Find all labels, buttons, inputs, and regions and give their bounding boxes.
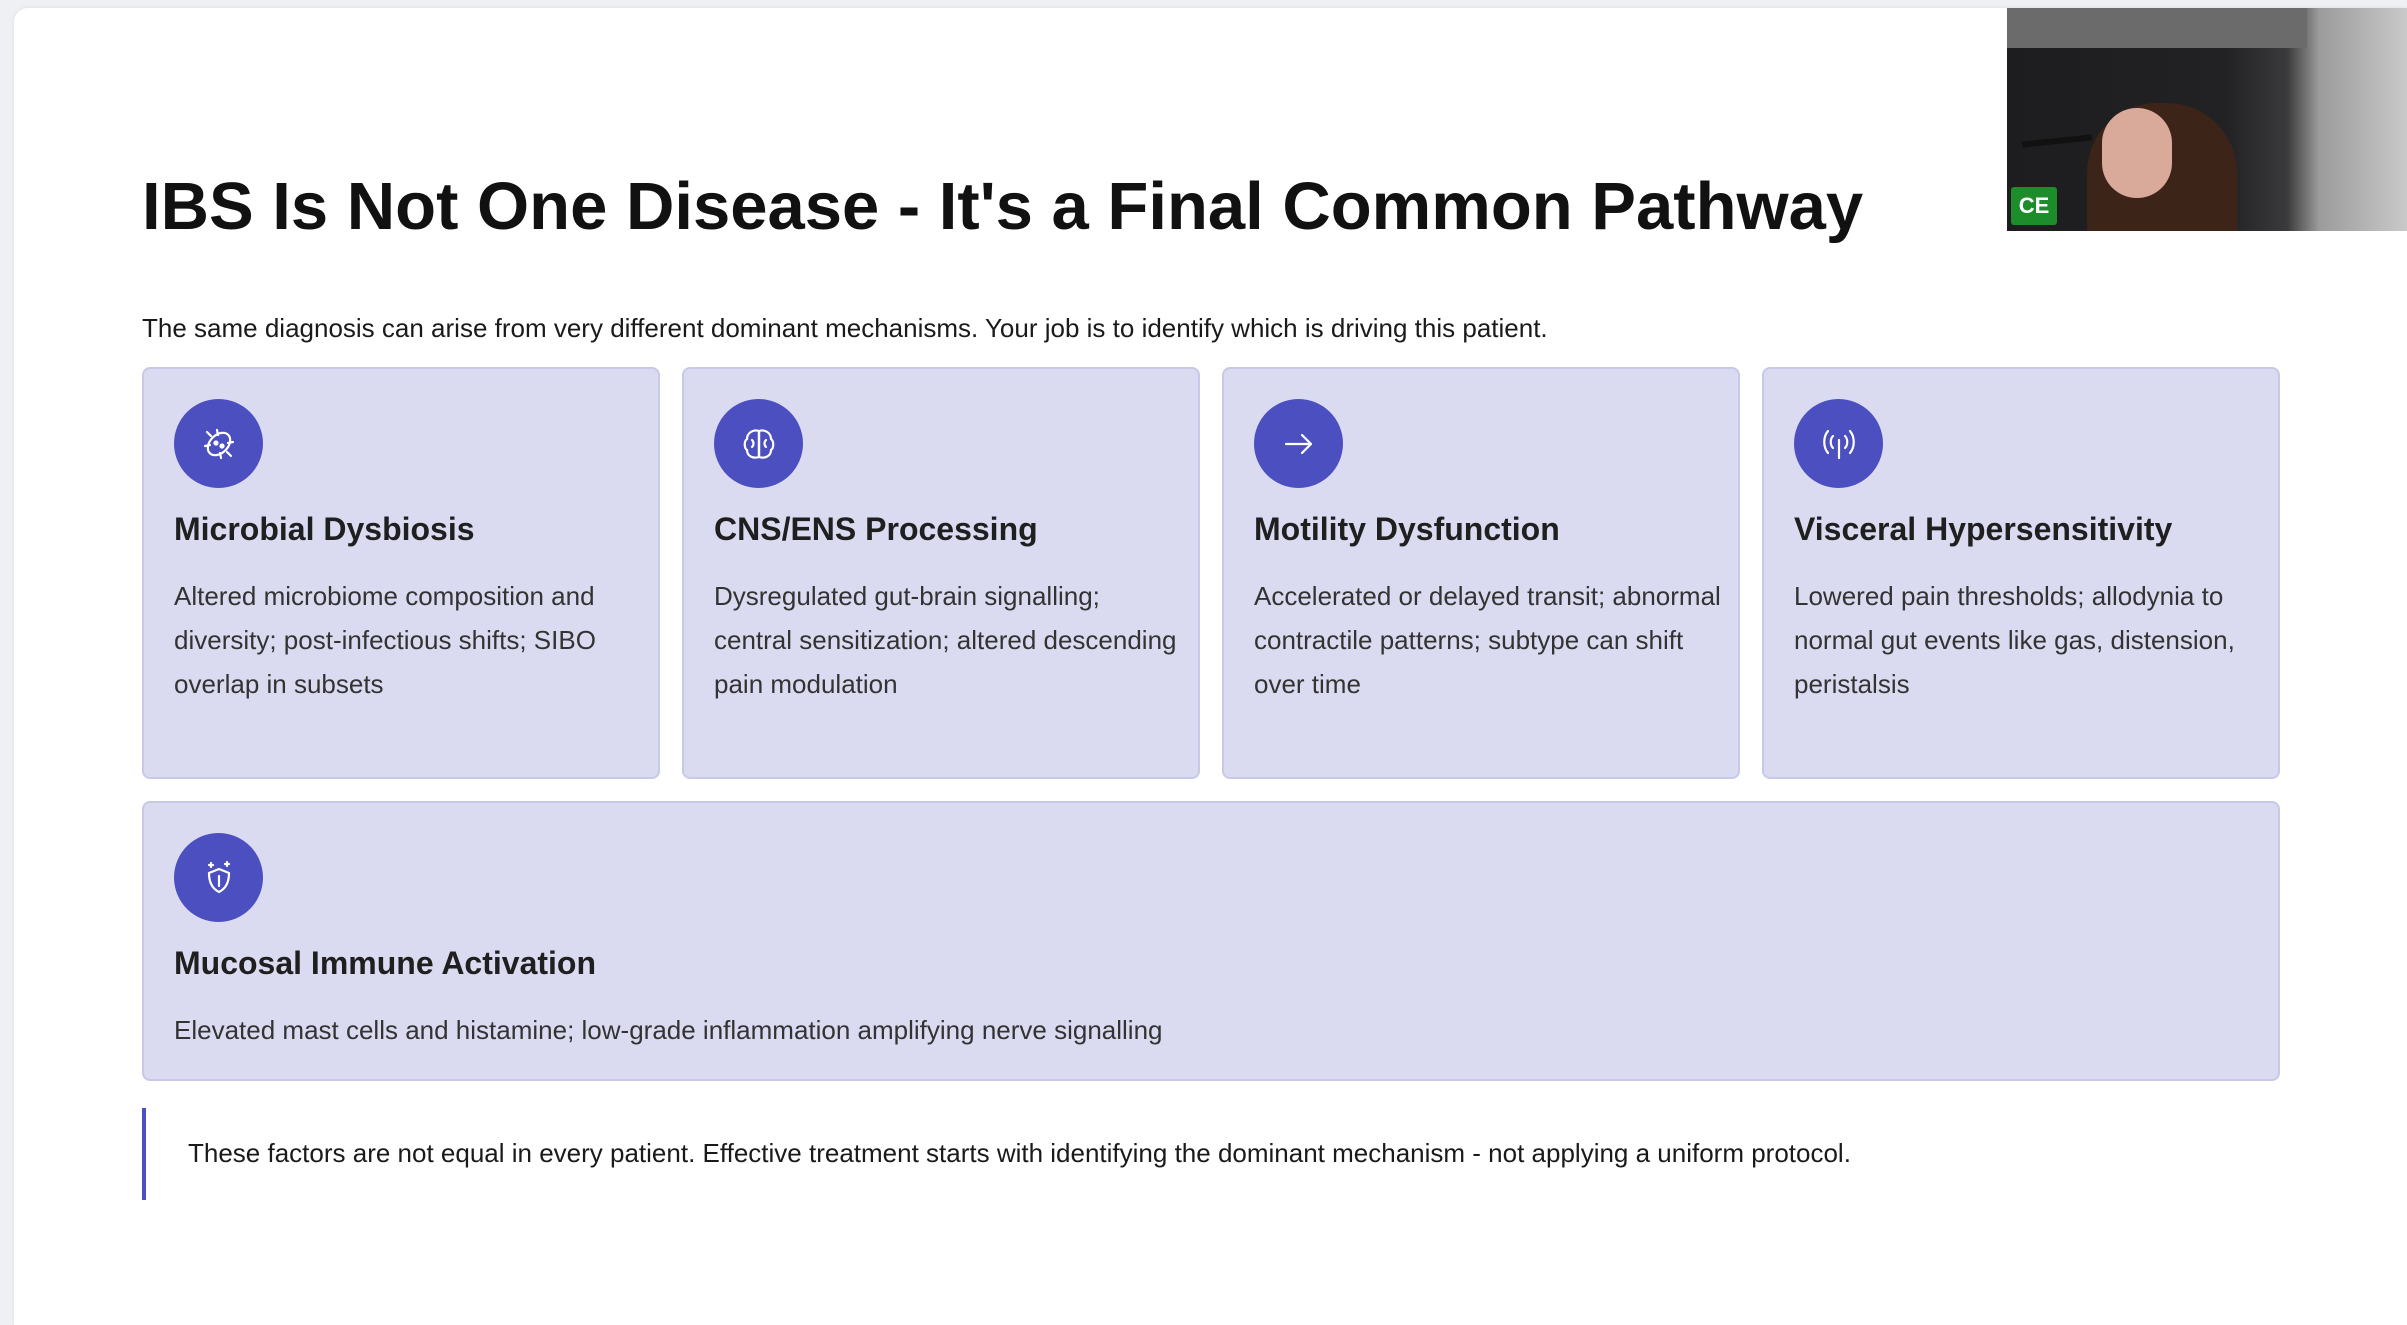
brain-icon	[714, 399, 803, 488]
shield-sparkle-icon	[174, 833, 263, 922]
signal-icon	[1794, 399, 1883, 488]
callout-text: These factors are not equal in every pat…	[188, 1138, 1851, 1168]
card-title: Mucosal Immune Activation	[174, 945, 596, 981]
card-title: Visceral Hypersensitivity	[1794, 511, 2173, 547]
card-description: Accelerated or delayed transit; abnormal…	[1254, 581, 1721, 699]
microphone	[2021, 134, 2093, 148]
card-title: Motility Dysfunction	[1254, 511, 1560, 547]
card-title: Microbial Dysbiosis	[174, 511, 475, 547]
card-description: Elevated mast cells and histamine; low-g…	[174, 1015, 1163, 1045]
presenter-face	[2102, 108, 2172, 198]
card-visceral-hypersensitivity: Visceral Hypersensitivity Lowered pain t…	[1762, 367, 2280, 779]
card-mucosal-immune-activation: Mucosal Immune Activation Elevated mast …	[142, 801, 2280, 1081]
card-title: CNS/ENS Processing	[714, 511, 1038, 547]
background-wall	[2007, 8, 2307, 48]
card-description: Altered microbiome composition and diver…	[174, 581, 596, 699]
card-cns-ens-processing: CNS/ENS Processing Dysregulated gut-brai…	[682, 367, 1200, 779]
webcam-video-thumbnail[interactable]: CE	[2007, 8, 2407, 231]
slide-title: IBS Is Not One Disease - It's a Final Co…	[142, 169, 1864, 244]
card-description: Dysregulated gut-brain signalling; centr…	[714, 581, 1177, 699]
card-description: Lowered pain thresholds; allodynia to no…	[1794, 581, 2235, 699]
card-microbial-dysbiosis: Microbial Dysbiosis Altered microbiome c…	[142, 367, 660, 779]
participant-initials-badge: CE	[2011, 187, 2057, 225]
card-motility-dysfunction: Motility Dysfunction Accelerated or dela…	[1222, 367, 1740, 779]
callout-note: These factors are not equal in every pat…	[142, 1108, 2296, 1200]
arrow-right-icon	[1254, 399, 1343, 488]
bacteria-icon	[174, 399, 263, 488]
slide-subtitle: The same diagnosis can arise from very d…	[142, 313, 1548, 343]
